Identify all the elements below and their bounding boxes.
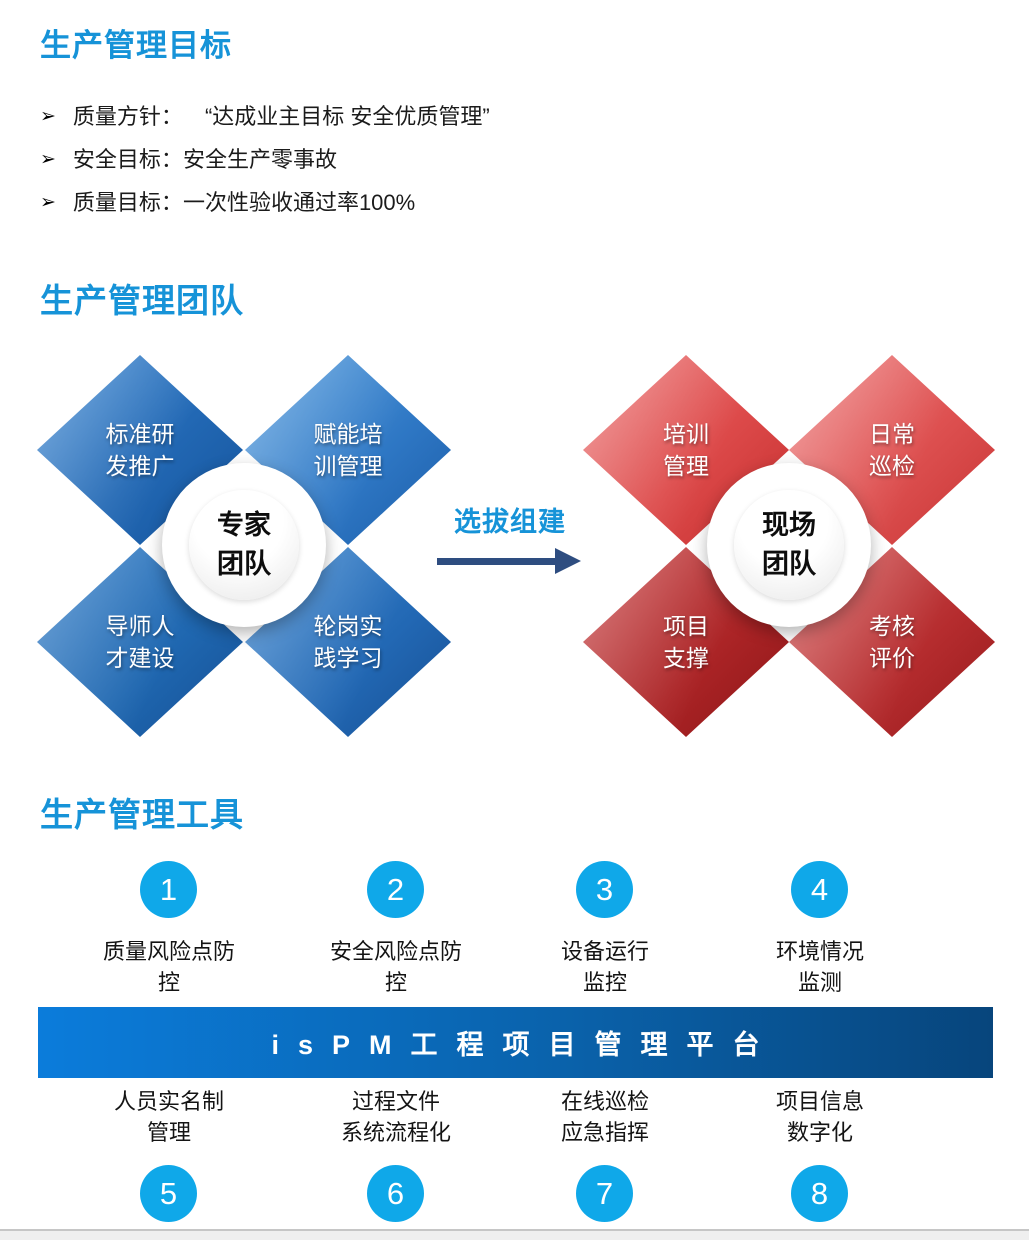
diamond-label: 培训 管理 (663, 420, 709, 479)
bullet-text: “达成业主目标 安全优质管理” (182, 104, 490, 129)
section-title-goals: 生产管理目标 (40, 28, 232, 63)
platform-banner: isPM工程项目管理平台 (38, 1007, 993, 1078)
arrow-bullet-icon: ➢ (40, 192, 56, 213)
diamond-label: 考核 评价 (869, 612, 915, 671)
tool-number-badge-7: 7 (576, 1165, 633, 1222)
diamond-label: 赋能培 训管理 (313, 420, 383, 479)
diamond-label: 日常 巡检 (869, 420, 915, 479)
tool-number-badge-3: 3 (576, 861, 633, 918)
right-arrow-head-icon (555, 548, 581, 574)
bullet-text: 一次性验收通过率100% (182, 190, 416, 215)
tool-label-real-name: 人员实名制 管理 (113, 1089, 224, 1145)
diamond-label: 标准研 发推广 (105, 420, 175, 479)
expert-team-hub-label: 专家 团队 (189, 490, 299, 600)
tool-label-environment: 环境情况 监测 (775, 939, 864, 995)
bullet-label: 质量方针： (72, 104, 183, 129)
tool-label-online-inspection: 在线巡检 应急指挥 (560, 1089, 649, 1145)
site-team-hub-label: 现场 团队 (734, 490, 844, 600)
section-title-tools: 生产管理工具 (40, 796, 244, 833)
bullet-item-quality-policy: ➢ 质量方针： “达成业主目标 安全优质管理” (40, 102, 490, 132)
bullet-label: 质量目标： (72, 190, 183, 215)
bullet-label: 安全目标： (72, 147, 183, 172)
tool-label-quality-risk: 质量风险点防 控 (102, 939, 235, 995)
scrollbar-track[interactable] (0, 1229, 1029, 1240)
bullet-item-safety-goal: ➢ 安全目标： 安全生产零事故 (40, 145, 490, 175)
tool-number-badge-6: 6 (367, 1165, 424, 1222)
diamond-label: 轮岗实 践学习 (313, 612, 383, 671)
bullet-item-quality-goal: ➢ 质量目标： 一次性验收通过率100% (40, 188, 490, 218)
tool-number-badge-5: 5 (140, 1165, 197, 1222)
tool-number-badge-8: 8 (791, 1165, 848, 1222)
diamond-label: 导师人 才建设 (105, 612, 175, 671)
goals-bullet-list: ➢ 质量方针： “达成业主目标 安全优质管理” ➢ 安全目标： 安全生产零事故 … (40, 102, 490, 231)
right-arrow-icon (437, 558, 555, 565)
tool-label-project-info: 项目信息 数字化 (775, 1089, 864, 1145)
bullet-text: 安全生产零事故 (182, 147, 337, 172)
tool-label-safety-risk: 安全风险点防 控 (329, 939, 462, 995)
diamond-label: 项目 支撑 (663, 612, 709, 671)
site-team-hub: 现场 团队 (707, 463, 871, 627)
tool-number-badge-1: 1 (140, 861, 197, 918)
section-title-team: 生产管理团队 (40, 282, 244, 319)
tool-number-badge-4: 4 (791, 861, 848, 918)
tool-number-badge-2: 2 (367, 861, 424, 918)
arrow-bullet-icon: ➢ (40, 106, 56, 127)
arrow-bullet-icon: ➢ (40, 149, 56, 170)
tool-label-equipment: 设备运行 监控 (560, 939, 649, 995)
transition-label: 选拔组建 (454, 507, 566, 537)
expert-team-hub: 专家 团队 (162, 463, 326, 627)
tool-label-process-docs: 过程文件 系统流程化 (340, 1089, 451, 1145)
